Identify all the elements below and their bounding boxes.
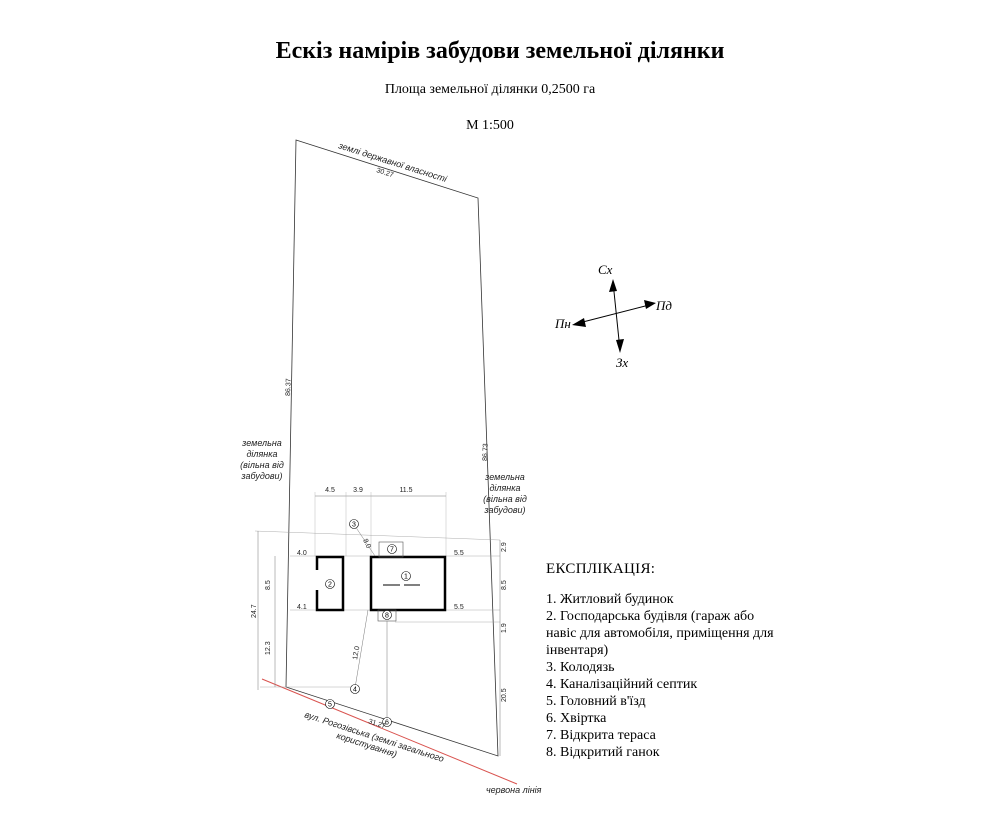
- compass-arrow-west: [572, 318, 586, 327]
- marker-3: 3: [349, 519, 359, 529]
- dim-2-9: 2.9: [501, 542, 508, 552]
- legend-item: 8. Відкритий ганок: [546, 745, 660, 760]
- legend: ЕКСПЛІКАЦІЯ: 1. Житловий будинок 2. Госп…: [546, 561, 786, 761]
- red-line: [261, 678, 518, 785]
- svg-text:4: 4: [353, 687, 357, 694]
- well-link: [354, 525, 376, 557]
- dim-top: 30.27: [375, 167, 394, 179]
- legend-item: 3. Колодязь: [546, 660, 615, 675]
- open-terrace: [378, 541, 404, 558]
- legend-item: 4. Каналізаційний септик: [546, 677, 698, 692]
- dim-3-9: 3.9: [353, 487, 363, 494]
- svg-text:7: 7: [390, 547, 394, 554]
- legend-item: 6. Хвіртка: [546, 711, 607, 726]
- compass-arrow-south: [616, 339, 624, 353]
- north-boundary-label: землі державної власності: [336, 140, 449, 184]
- septic-link: [354, 609, 369, 689]
- legend-heading: ЕКСПЛІКАЦІЯ:: [546, 561, 656, 577]
- dim-right: 86.73: [482, 443, 490, 461]
- house: [369, 555, 447, 612]
- drawing-scale: М 1:500: [466, 118, 514, 133]
- west-neighbour-line1: земельна: [241, 438, 282, 448]
- marker-2: 2: [325, 579, 335, 589]
- west-neighbour-line3: (вільна від: [240, 460, 284, 470]
- svg-text:3: 3: [352, 522, 356, 529]
- marker-8: 8: [382, 610, 392, 620]
- dim-11-5: 11.5: [399, 487, 412, 494]
- dim-12-0: 12.0: [352, 646, 361, 661]
- dim-1-9: 1.9: [501, 623, 508, 633]
- compass-west-label: Пн: [554, 316, 571, 331]
- dim-8-0: 8.0: [361, 538, 372, 550]
- dim-left: 86.37: [285, 378, 293, 396]
- street-label-line1: вул. Рогозівська (землі загального: [303, 709, 445, 764]
- west-neighbour-line4: забудови): [240, 471, 282, 481]
- legend-item: 1. Житловий будинок: [546, 592, 674, 607]
- compass-arrow-north: [609, 279, 617, 292]
- dim-24-7: 24.7: [251, 604, 258, 618]
- compass-east-label: Пд: [655, 298, 672, 313]
- svg-text:5: 5: [328, 702, 332, 709]
- dim-20-5: 20.5: [501, 688, 508, 702]
- compass-south-label: Зх: [616, 355, 628, 370]
- dim-5-5-top: 5.5: [454, 550, 464, 557]
- east-neighbour-line1: земельна: [484, 472, 525, 482]
- east-neighbour-line3: (вільна від: [483, 494, 527, 504]
- legend-item: 7. Відкрита тераса: [546, 728, 656, 743]
- svg-text:8: 8: [385, 613, 389, 620]
- red-line-label: червона лінія: [486, 785, 542, 795]
- legend-item: 2. Господарська будівля (гараж або навіс…: [546, 609, 774, 658]
- compass-arrow-east: [644, 300, 656, 309]
- marker-7: 7: [387, 544, 397, 554]
- east-neighbour-line2: ділянка: [489, 483, 520, 493]
- dim-12-3: 12.3: [265, 641, 272, 655]
- dim-8-5-left: 8.5: [265, 580, 272, 590]
- dim-8-5-right: 8.5: [501, 580, 508, 590]
- page-title: Ескіз намірів забудови земельної ділянки: [275, 38, 725, 64]
- marker-5: 5: [325, 699, 335, 709]
- svg-text:2: 2: [328, 582, 332, 589]
- marker-1: 1: [401, 571, 411, 581]
- compass-north-label: Сх: [598, 262, 613, 277]
- plot-boundary: [285, 139, 499, 757]
- dim-5-5-bottom: 5.5: [454, 604, 464, 611]
- plot-area: Площа земельної ділянки 0,2500 га: [384, 82, 596, 97]
- marker-4: 4: [350, 684, 360, 694]
- dim-4-5: 4.5: [325, 487, 335, 494]
- svg-text:6: 6: [385, 720, 389, 727]
- ref-line-1: [254, 530, 501, 541]
- svg-text:1: 1: [404, 574, 408, 581]
- dim-4-0: 4.0: [297, 550, 307, 557]
- east-neighbour-line4: забудови): [483, 505, 525, 515]
- compass-rose: [572, 279, 656, 353]
- dim-4-1: 4.1: [297, 604, 307, 611]
- west-neighbour-line2: ділянка: [246, 449, 277, 459]
- legend-item: 5. Головний в'їзд: [546, 694, 646, 709]
- marker-6: 6: [382, 717, 392, 727]
